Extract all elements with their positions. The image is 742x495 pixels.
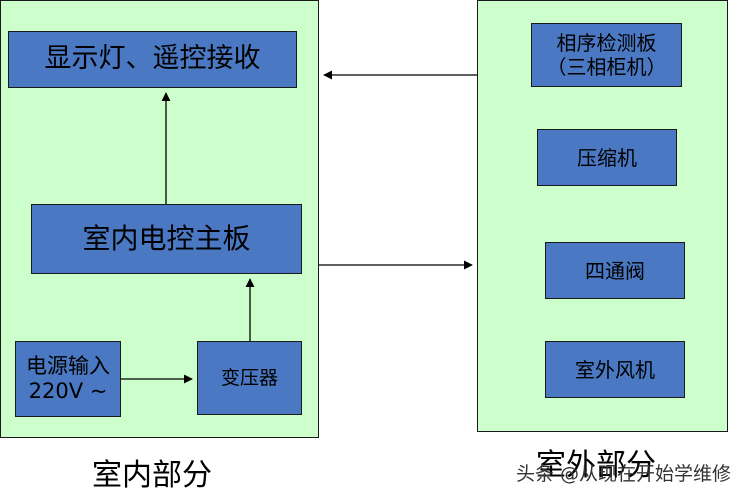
phase-detection-note: （三相柜机）	[546, 55, 667, 79]
indoor-mainboard-label: 室内电控主板	[82, 222, 251, 256]
outdoor-fan-box: 室外风机	[545, 341, 685, 398]
indoor-mainboard-box: 室内电控主板	[31, 204, 302, 274]
outdoor-fan-label: 室外风机	[575, 357, 655, 382]
phase-detection-box: 相序检测板 （三相柜机）	[531, 23, 682, 87]
compressor-label: 压缩机	[577, 145, 637, 170]
four-way-valve-label: 四通阀	[585, 258, 645, 283]
outdoor-section-label: 室外部分	[536, 448, 656, 483]
display-receiver-label: 显示灯、遥控接收	[44, 43, 261, 75]
power-input-label: 电源输入	[26, 353, 110, 378]
indoor-section-label: 室内部分	[92, 458, 212, 493]
phase-detection-label: 相序检测板	[556, 31, 657, 55]
watermark-text: 头条 @从现在开始学维修	[516, 463, 732, 485]
compressor-box: 压缩机	[537, 129, 677, 186]
transformer-label: 变压器	[220, 366, 278, 389]
power-input-box: 电源输入 220V ~	[15, 341, 121, 417]
display-receiver-box: 显示灯、遥控接收	[8, 31, 297, 88]
transformer-box: 变压器	[197, 341, 302, 415]
four-way-valve-box: 四通阀	[545, 242, 685, 299]
power-voltage-label: 220V ~	[28, 379, 108, 403]
